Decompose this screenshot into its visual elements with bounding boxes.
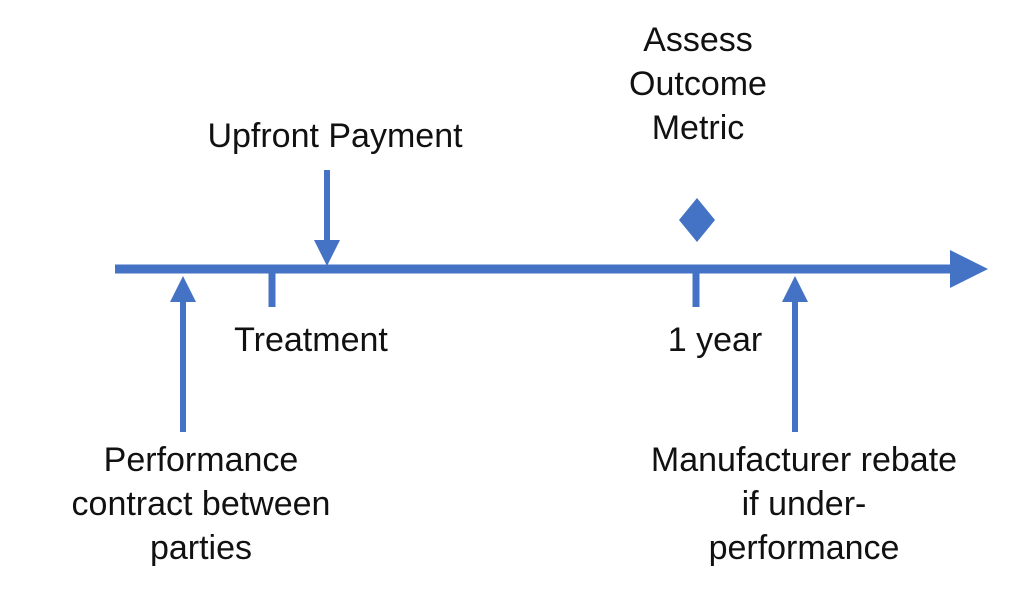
upfront-payment-label: Upfront Payment (160, 114, 510, 158)
assess-outcome-line-3: Metric (651, 109, 745, 147)
manufacturer-rebate-arrow-icon (782, 276, 808, 432)
one-year-label: 1 year (630, 318, 800, 362)
upfront-payment-arrow-icon (314, 170, 340, 266)
assess-outcome-line-1: Assess (643, 21, 753, 59)
assess-outcome-line-2: Outcome (629, 65, 767, 103)
treatment-label: Treatment (196, 318, 426, 362)
performance-contract-line-2: contract between (71, 485, 331, 523)
performance-contract-line-3: parties (149, 529, 253, 567)
manufacturer-rebate-line-2: if under- (741, 485, 867, 523)
manufacturer-rebate-label: Manufacturer rebate if under- performanc… (614, 438, 994, 570)
treatment-text: Treatment (234, 321, 388, 359)
manufacturer-rebate-line-1: Manufacturer rebate (650, 441, 958, 479)
performance-contract-line-1: Performance (103, 441, 299, 479)
performance-contract-arrow-icon (170, 276, 196, 432)
timeline-arrowhead-icon (950, 250, 988, 288)
assess-outcome-diamond-icon (679, 198, 715, 242)
one-year-text: 1 year (667, 321, 763, 359)
performance-contract-label: Performance contract between parties (32, 438, 370, 570)
manufacturer-rebate-line-3: performance (708, 529, 900, 567)
assess-outcome-label: Assess Outcome Metric (588, 18, 808, 150)
timeline-axis (115, 250, 988, 288)
upfront-payment-text: Upfront Payment (207, 117, 463, 155)
